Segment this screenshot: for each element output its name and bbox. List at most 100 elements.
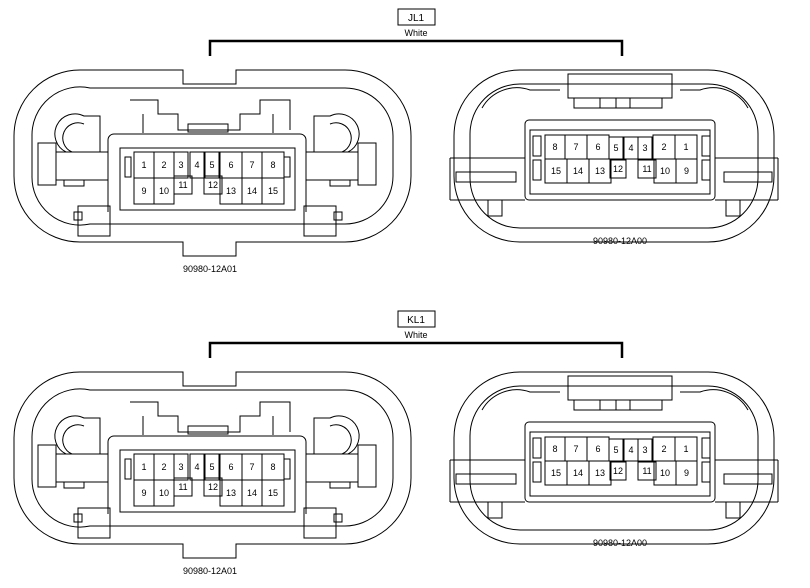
- pin-guide: [532, 159, 542, 181]
- left-top-step: [130, 401, 291, 433]
- pin-label: 1: [141, 160, 146, 170]
- pin-label: 4: [628, 143, 633, 153]
- pin-cavity: [588, 460, 612, 486]
- pin-label: 10: [159, 186, 169, 196]
- right-right-rail-inner: [723, 473, 773, 485]
- connector-id-box: [397, 8, 436, 26]
- pin-cavity: [637, 136, 653, 160]
- right-pin-block: [529, 431, 711, 497]
- right-arc: [680, 87, 749, 109]
- left-connector-body: [13, 69, 412, 257]
- pin-label: 10: [660, 468, 670, 478]
- pin-label: 8: [270, 462, 275, 472]
- pin-guide: [532, 437, 542, 459]
- left-side-hook: [54, 415, 101, 455]
- pin-guide: [701, 437, 711, 459]
- pin-label: 3: [178, 462, 183, 472]
- pin-cavity: [588, 158, 612, 184]
- right-pin-guide: [283, 458, 291, 480]
- pin-label: 3: [642, 445, 647, 455]
- pin-label: 4: [628, 445, 633, 455]
- right-side-hook-inner: [329, 122, 352, 153]
- pin-label: 4: [194, 160, 199, 170]
- pin-label: 5: [613, 445, 618, 455]
- marker: [73, 513, 83, 523]
- pin-label: 2: [161, 160, 166, 170]
- pin-label: 1: [683, 142, 688, 152]
- right-latch-ribs: [599, 400, 631, 410]
- left-connector-body: [13, 371, 412, 559]
- left-pin-block: [119, 449, 296, 513]
- color-label: White: [404, 330, 427, 340]
- pin-cavity: [608, 438, 624, 462]
- right-part-number: 90980-12A00: [593, 236, 647, 246]
- right-side-hook: [313, 113, 360, 153]
- left-side-hook-inner: [62, 122, 85, 153]
- left-side-clip: [77, 507, 111, 539]
- pin-cavity: [189, 453, 205, 481]
- right-right-rail-inner: [723, 171, 773, 183]
- right-side-hook-inner: [329, 424, 352, 455]
- pin-cavity: [637, 438, 653, 462]
- left-connector-inner: [31, 388, 394, 528]
- pin-label: 8: [270, 160, 275, 170]
- right-side-clip: [303, 205, 337, 237]
- pin-guide: [532, 135, 542, 157]
- pin-label: 2: [661, 444, 666, 454]
- pin-label: 5: [613, 143, 618, 153]
- pin-label: 9: [141, 488, 146, 498]
- marker: [725, 199, 741, 217]
- left-side-rib-lines: [56, 453, 108, 489]
- right-connector-inner: [469, 385, 759, 531]
- pin-cavity: [173, 175, 193, 195]
- pin-label: 15: [551, 468, 561, 478]
- pin-label: 9: [141, 186, 146, 196]
- connector-bracket: [208, 39, 624, 56]
- connector-bracket: [208, 341, 624, 358]
- pin-label: 6: [595, 444, 600, 454]
- pin-cavity: [261, 479, 285, 507]
- right-latch-base: [573, 400, 663, 411]
- pin-label: 13: [226, 488, 236, 498]
- pin-cavity: [675, 460, 698, 486]
- left-pin-guide: [124, 458, 132, 480]
- pin-guide: [701, 461, 711, 483]
- pin-guide: [701, 159, 711, 181]
- connector-id-box: [397, 310, 436, 328]
- pin-cavity: [173, 477, 193, 497]
- pin-label: 8: [552, 142, 557, 152]
- right-connector-body: [453, 69, 775, 243]
- pin-label: 12: [208, 180, 218, 190]
- pin-label: 11: [178, 180, 187, 190]
- left-top-step: [130, 99, 291, 131]
- left-part-number: 90980-12A01: [183, 264, 237, 274]
- right-side-hook: [313, 415, 360, 455]
- pin-cavity: [609, 461, 627, 481]
- left-side-rib-lines: [56, 151, 108, 187]
- pin-label: 7: [249, 160, 254, 170]
- right-side-rib: [357, 142, 377, 186]
- right-part-number: 90980-12A00: [593, 538, 647, 548]
- left-side-clip: [77, 205, 111, 237]
- pin-label: 2: [161, 462, 166, 472]
- marker: [73, 211, 83, 221]
- pin-cavity: [675, 158, 698, 184]
- right-connector-inner: [469, 83, 759, 229]
- pin-label: 6: [228, 462, 233, 472]
- pin-cavity: [204, 453, 220, 481]
- right-left-rail-inner: [455, 171, 517, 183]
- pin-label: 7: [249, 462, 254, 472]
- right-side-clip: [303, 507, 337, 539]
- pin-cavity: [173, 453, 189, 481]
- pin-label: 12: [613, 164, 623, 174]
- pin-label: 7: [573, 142, 578, 152]
- pin-cavity: [204, 151, 220, 179]
- right-pin-block: [529, 129, 711, 195]
- pin-label: 8: [552, 444, 557, 454]
- pin-cavity: [203, 175, 223, 195]
- right-left-rail: [449, 459, 525, 503]
